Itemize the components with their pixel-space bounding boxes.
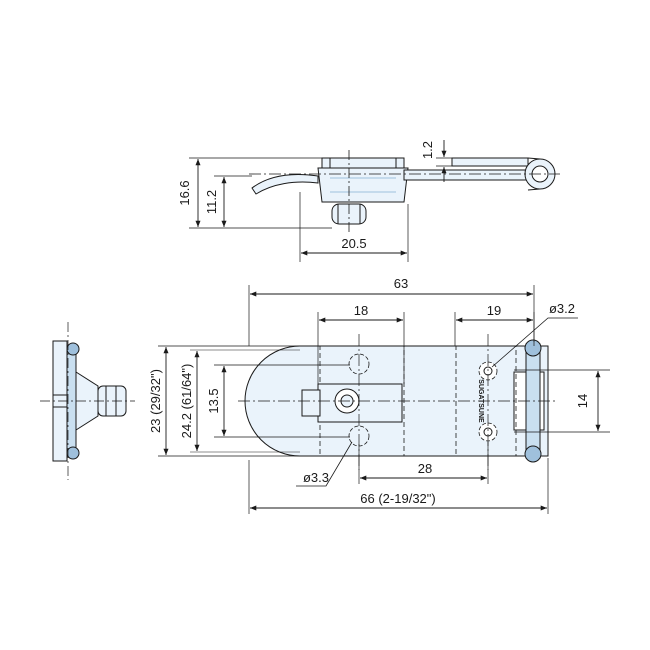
dim-side-height-body: 11.2 [204, 190, 219, 214]
dim-side-height-total: 16.6 [177, 180, 192, 205]
side-body [317, 167, 409, 203]
side-cap [321, 157, 405, 169]
dim-side-base-width: 20.5 [341, 236, 366, 251]
dim-height-outer: 23 (29/32") [148, 369, 163, 433]
dim-hole-spacing-left: 18 [354, 303, 368, 318]
plan-bolt [317, 383, 403, 423]
dim-hole-spacing-right: 19 [487, 303, 501, 318]
dim-hole-dia-right: ø3.2 [549, 301, 575, 316]
dim-overall-length-bottom: 66 (2-19/32") [360, 491, 435, 506]
dim-height-inner: 13.5 [206, 388, 221, 413]
dim-overall-length: 63 [394, 276, 408, 291]
side-dims [189, 140, 452, 262]
end-view [40, 322, 135, 480]
dim-bottom-span: 28 [418, 461, 432, 476]
side-view [249, 150, 560, 232]
dim-height-right: 14 [575, 394, 590, 408]
side-lever [251, 174, 319, 195]
dim-hole-dia-left: ø3.3 [303, 470, 329, 485]
dim-height-mid: 24.2 (61/64") [179, 364, 194, 439]
plan-dims [158, 285, 610, 514]
dim-side-thickness: 1.2 [420, 141, 435, 159]
plan-centerlines [238, 334, 556, 470]
side-plate [403, 169, 529, 181]
